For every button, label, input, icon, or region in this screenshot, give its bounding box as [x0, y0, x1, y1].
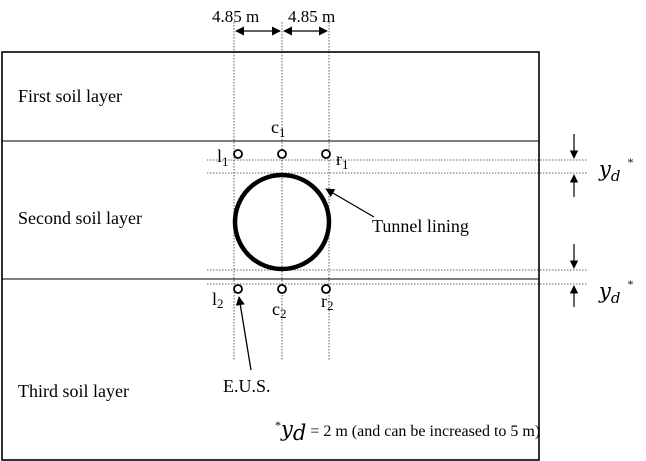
tunnel-lining-circle: [232, 172, 332, 272]
dimension-label-right: 4.85 m: [288, 7, 335, 26]
dimension-label-left: 4.85 m: [212, 7, 259, 26]
point-marker-c2: [277, 284, 287, 294]
third-soil-layer-label: Third soil layer: [18, 381, 129, 401]
point-marker-r1: [321, 149, 331, 159]
tunnel-lining-label: Tunnel lining: [372, 216, 469, 236]
point-marker-l1: [233, 149, 243, 159]
second-soil-layer-label: Second soil layer: [18, 208, 142, 228]
tunnel-lining-pointer: [325, 188, 375, 218]
point-label-l2: l2: [212, 289, 224, 311]
yd-label-lower: yd*: [598, 277, 633, 307]
point-marker-r2: [321, 284, 331, 294]
eus-label: E.U.S.: [223, 376, 271, 396]
point-label-r2: r2: [321, 291, 334, 313]
yd-footnote: *yd = 2 m (and can be increased to 5 m): [275, 417, 540, 445]
point-label-r1: r1: [336, 149, 349, 172]
point-marker-c1: [277, 149, 287, 159]
first-soil-layer-label: First soil layer: [18, 86, 122, 106]
point-label-c2: c2: [272, 299, 287, 321]
point-marker-l2: [233, 284, 243, 294]
soil-domain-box: [1, 51, 540, 461]
eus-pointer: [235, 296, 252, 371]
point-label-c1: c1: [271, 117, 286, 140]
point-label-l1: l1: [217, 146, 229, 169]
yd-label-upper: yd*: [598, 155, 633, 185]
